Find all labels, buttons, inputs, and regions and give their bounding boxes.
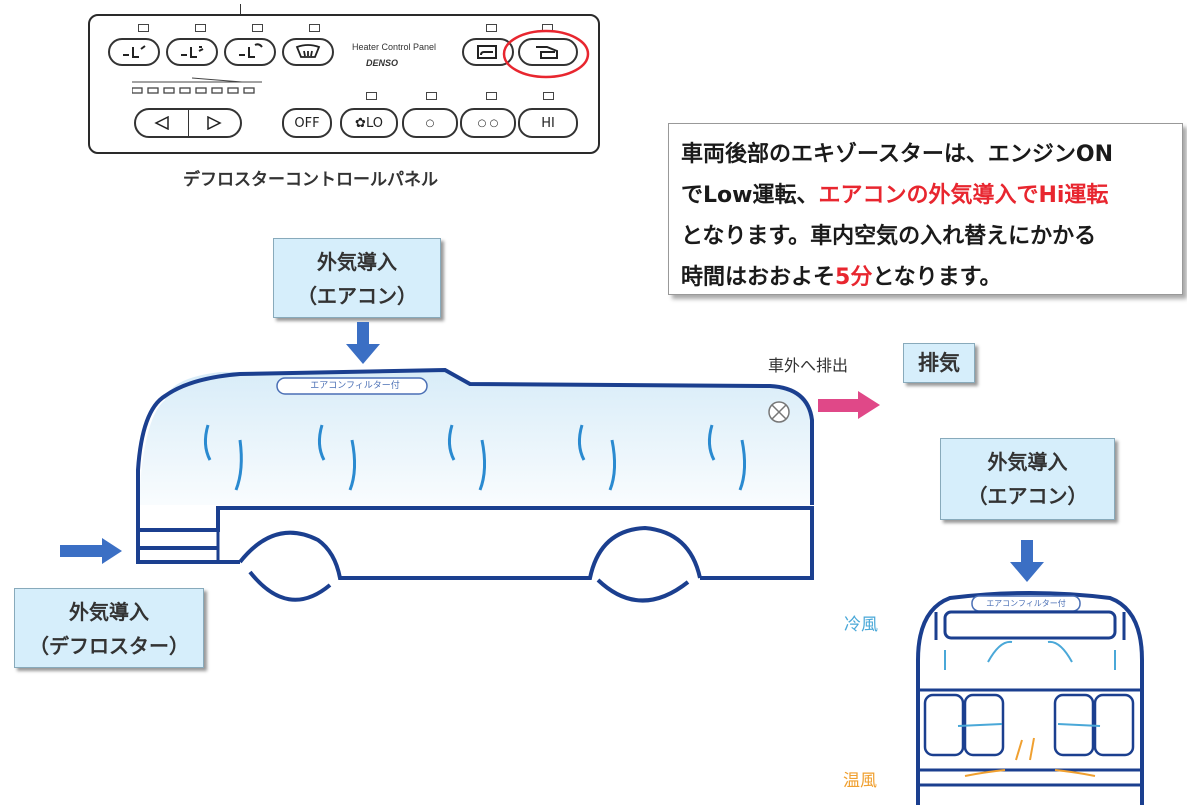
intake-front-box: 外気導入 （デフロスター） [14, 588, 204, 668]
fresh-air-icon [536, 46, 558, 59]
mode-face-button[interactable] [108, 38, 160, 66]
info-line-2-prefix: でLow運転、 [681, 183, 819, 208]
bus-ac-filter-label: エアコンフィルター付 [310, 381, 400, 391]
temperature-scale [132, 77, 262, 94]
temp-down-button[interactable] [136, 110, 189, 136]
recirculation-icon [477, 45, 497, 59]
highlight-circle [502, 29, 590, 79]
defrost-icon [295, 44, 321, 58]
temperature-buttons [134, 108, 242, 138]
fan-lo-label: LO [365, 115, 383, 131]
heater-control-panel: Heater Control Panel DENSO OFF ✿LO [88, 4, 600, 154]
info-line-3: となります。車内空気の入れ替えにかかる [681, 224, 1097, 249]
info-box: 車両後部のエキゾースターは、エンジンON でLow運転、エアコンの外気導入でHi… [668, 123, 1183, 295]
temp-up-button[interactable] [189, 110, 241, 136]
intake-top-title: 外気導入 [317, 250, 397, 274]
intake-rear-view-sub: （エアコン） [967, 484, 1088, 508]
led [309, 24, 320, 32]
panel-brand-text: Heater Control Panel [352, 42, 437, 52]
fan-hi-button[interactable]: HI [518, 108, 578, 138]
mode-foot-defrost-icon [239, 43, 263, 58]
cool-air-label: 冷風 [844, 615, 878, 635]
intake-arrow-top [346, 322, 380, 364]
off-button[interactable]: OFF [282, 108, 332, 138]
intake-arrow-rear-view [1010, 540, 1044, 582]
led [252, 24, 263, 32]
led [426, 92, 437, 100]
fan-icon: ✿ [355, 115, 366, 131]
defrost-button[interactable] [282, 38, 334, 66]
triangle-right-icon [207, 116, 222, 130]
intake-top-sub: （エアコン） [297, 284, 417, 308]
led [366, 92, 377, 100]
exhaust-tag: 排気 [903, 343, 975, 383]
bus-cross-section [916, 591, 1144, 805]
intake-arrow-front [60, 538, 122, 564]
exhaust-arrow [818, 391, 880, 419]
panel-caption: デフロスターコントロールパネル [183, 170, 438, 190]
mode-bilevel-button[interactable] [166, 38, 218, 66]
mode-face-icon [123, 45, 146, 58]
cross-section-filter-label: エアコンフィルター付 [986, 599, 1066, 608]
intake-rear-view-box: 外気導入 （エアコン） [940, 438, 1115, 520]
panel-maker: DENSO [366, 58, 399, 68]
info-line-4-highlight: 5分 [835, 265, 873, 290]
intake-front-sub: （デフロスター） [29, 634, 189, 658]
fan-lo-button[interactable]: ✿LO [340, 108, 398, 138]
bus-side-view [136, 367, 814, 603]
exhaust-text: 車外へ排出 [768, 356, 849, 375]
led [486, 24, 497, 32]
intake-front-title: 外気導入 [69, 600, 149, 624]
mode-bilevel-icon [181, 46, 204, 58]
led [543, 92, 554, 100]
led [195, 24, 206, 32]
info-line-1: 車両後部のエキゾースターは、エンジンON [681, 142, 1114, 167]
info-line-2: でLow運転、エアコンの外気導入でHi運転 [681, 175, 1182, 216]
warm-air-label: 温風 [843, 771, 877, 791]
info-line-4-suffix: となります。 [872, 265, 1002, 290]
intake-top-box: 外気導入 （エアコン） [273, 238, 441, 318]
info-line-4-prefix: 時間はおおよそ [681, 265, 836, 290]
mode-foot-defrost-button[interactable] [224, 38, 276, 66]
triangle-left-icon [154, 116, 169, 130]
intake-rear-view-title: 外気導入 [987, 450, 1068, 474]
fan-speed-mid-button[interactable]: ○ ○ [460, 108, 516, 138]
panel-tick [240, 4, 241, 14]
info-line-2-highlight: エアコンの外気導入でHi運転 [818, 183, 1109, 208]
led [138, 24, 149, 32]
led [486, 92, 497, 100]
fan-speed-low-button[interactable]: ○ [402, 108, 458, 138]
info-line-4: 時間はおおよそ5分となります。 [681, 257, 1182, 298]
fresh-air-button[interactable] [518, 38, 578, 66]
